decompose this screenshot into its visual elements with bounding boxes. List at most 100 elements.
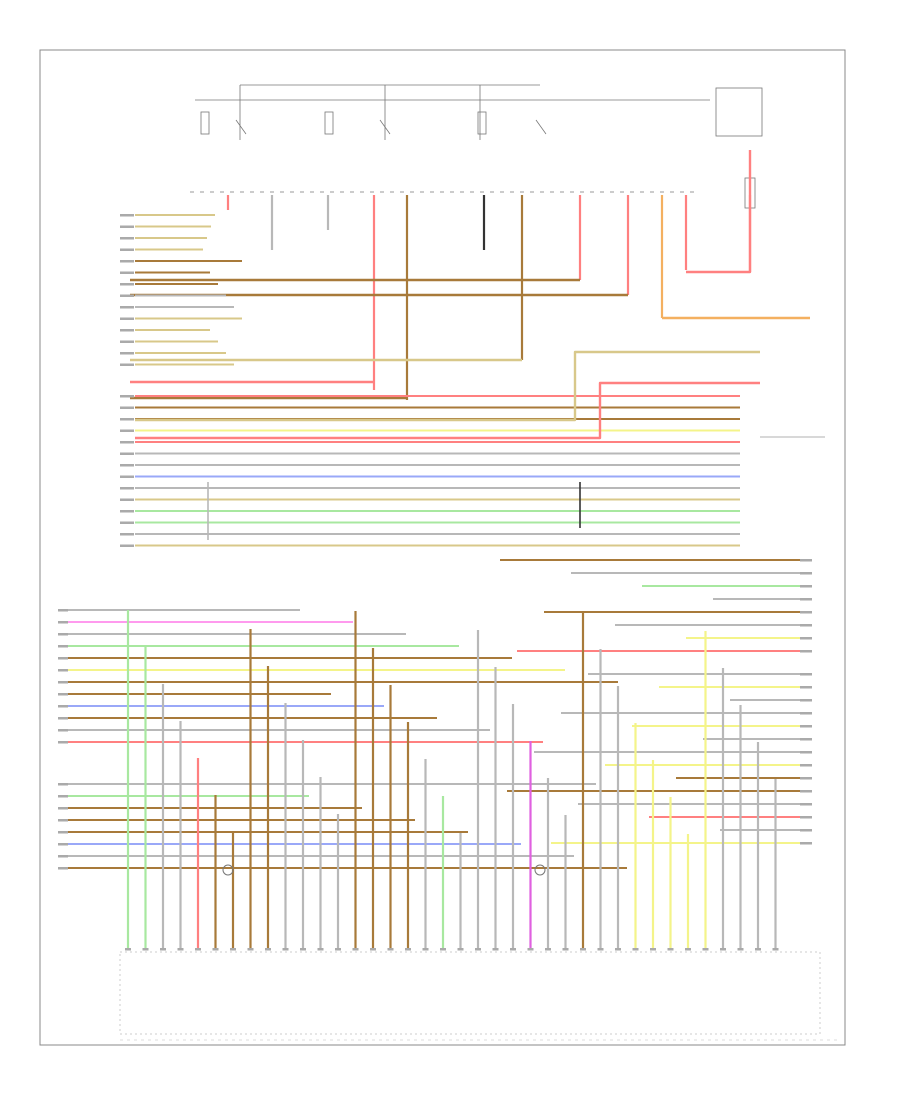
bottom-pin-stub xyxy=(247,948,254,951)
bottom-pin-stub xyxy=(615,948,621,951)
lower-pin-stub xyxy=(58,855,68,858)
lower-pin-stub xyxy=(58,783,68,786)
left-pin-stub xyxy=(120,306,134,309)
lower-pin-stub xyxy=(58,795,68,798)
right-pin-stub xyxy=(800,637,812,640)
left-pin-stub xyxy=(120,317,134,320)
bottom-pin-stub xyxy=(597,948,604,951)
left-pin-stub xyxy=(120,429,134,432)
left-pin-stub xyxy=(120,406,134,409)
right-pin-stub xyxy=(800,572,812,575)
left-pin-stub xyxy=(120,352,134,355)
bottom-pin-stub xyxy=(580,948,586,951)
left-pin-stub xyxy=(120,363,134,366)
lower-pin-stub xyxy=(58,657,68,660)
bottom-pin-stub xyxy=(562,948,569,951)
left-pin-stub xyxy=(120,294,134,297)
bottom-pin-stub xyxy=(265,948,271,951)
left-pin-stub xyxy=(120,283,134,286)
right-pin-stub xyxy=(800,585,812,588)
bottom-pin-stub xyxy=(510,948,516,951)
bottom-pin-stub xyxy=(317,948,324,951)
right-pin-stub xyxy=(800,624,812,627)
right-pin-stub xyxy=(800,712,812,715)
bottom-pin-stub xyxy=(212,948,219,951)
right-pin-stub xyxy=(800,751,812,754)
right-pin-stub xyxy=(800,611,812,614)
lower-pin-stub xyxy=(58,717,68,720)
lower-pin-stub xyxy=(58,831,68,834)
wires-layer xyxy=(68,150,810,948)
bottom-pin-stub xyxy=(160,948,166,951)
right-pin-stub xyxy=(800,790,812,793)
bottom-pin-stub xyxy=(772,948,779,951)
right-pin-stub xyxy=(800,673,812,676)
bottom-pin-stub xyxy=(230,948,236,951)
bottom-pin-stub xyxy=(387,948,394,951)
left-pin-stub xyxy=(120,225,134,228)
bottom-pin-stub xyxy=(475,948,481,951)
left-pin-stub xyxy=(120,510,134,513)
bottom-pin-stub xyxy=(405,948,411,951)
connector-wire xyxy=(135,350,760,422)
right-pin-stub xyxy=(800,559,812,562)
left-pin-stub xyxy=(120,464,134,467)
lower-pin-stub xyxy=(58,741,68,744)
lower-pin-stub xyxy=(58,819,68,822)
bottom-pin-stub xyxy=(142,948,149,951)
left-pin-stub xyxy=(120,329,134,332)
lower-pin-stub xyxy=(58,705,68,708)
lower-pin-stub xyxy=(58,669,68,672)
bottom-pin-stub xyxy=(352,948,359,951)
left-pin-stub xyxy=(120,237,134,240)
bottom-pin-stub xyxy=(177,948,184,951)
right-pin-stub xyxy=(800,764,812,767)
top-return-wire xyxy=(686,150,752,274)
bottom-pin-stub xyxy=(440,948,446,951)
bottom-pin-stub xyxy=(685,948,691,951)
left-pin-stub xyxy=(120,418,134,421)
bottom-pin-stub xyxy=(370,948,376,951)
sensor-icon xyxy=(534,864,546,876)
lower-pin-stub xyxy=(58,693,68,696)
bottom-pin-stub xyxy=(650,948,656,951)
left-pin-stub xyxy=(120,271,134,274)
right-pin-stub xyxy=(800,842,812,845)
left-pin-stub xyxy=(120,487,134,490)
lower-pin-stub xyxy=(58,729,68,732)
right-pin-stub xyxy=(800,699,812,702)
left-pin-stub xyxy=(120,544,134,547)
connector-wire xyxy=(135,381,760,440)
right-pin-stub xyxy=(800,829,812,832)
right-pin-stub xyxy=(800,738,812,741)
lower-pin-stub xyxy=(58,621,68,624)
diagram-border xyxy=(39,49,846,1046)
lower-pin-stub xyxy=(58,843,68,846)
lower-pin-stub xyxy=(58,609,68,612)
right-pin-stub xyxy=(800,725,812,728)
right-pin-stub xyxy=(800,686,812,689)
right-pin-stub xyxy=(800,816,812,819)
bottom-pin-stub xyxy=(457,948,464,951)
left-pin-stub xyxy=(120,452,134,455)
right-pin-stub xyxy=(800,650,812,653)
right-pin-stub xyxy=(800,598,812,601)
left-pin-stub xyxy=(120,533,134,536)
bottom-pin-stub xyxy=(125,948,131,951)
left-pin-stub xyxy=(120,248,134,251)
right-pin-stub xyxy=(800,803,812,806)
bottom-pin-stub xyxy=(720,948,726,951)
bottom-pin-stub xyxy=(737,948,744,951)
bottom-pin-stub xyxy=(300,948,306,951)
left-pin-stub xyxy=(120,441,134,444)
bottom-pin-stub xyxy=(422,948,429,951)
labels-layer xyxy=(58,214,821,1035)
lower-pin-stub xyxy=(58,633,68,636)
left-pin-stub xyxy=(120,260,134,263)
bottom-pin-stub xyxy=(527,948,534,951)
bottom-pin-stub xyxy=(335,948,341,951)
left-pin-stub xyxy=(120,498,134,501)
bottom-pin-stub xyxy=(492,948,499,951)
lower-pin-stub xyxy=(58,645,68,648)
